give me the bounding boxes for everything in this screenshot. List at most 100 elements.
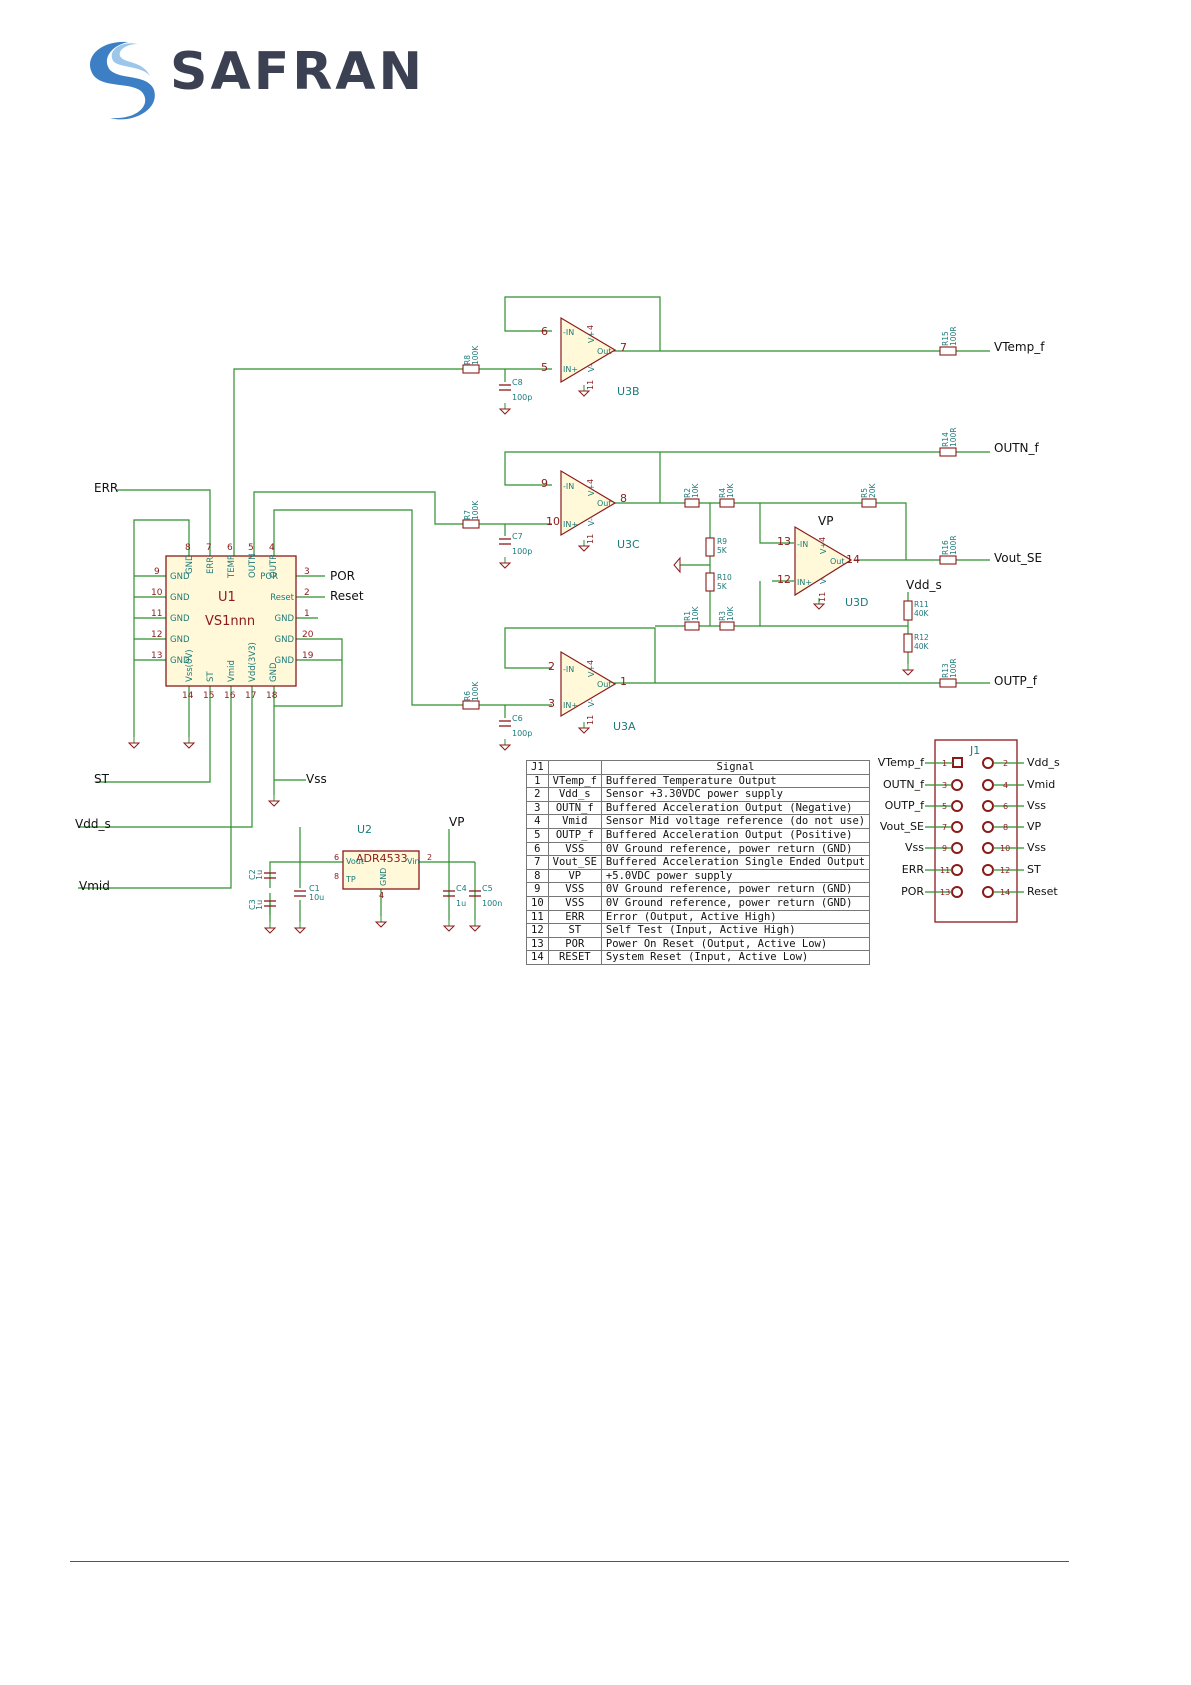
table-cell-num: 14 <box>526 950 549 965</box>
j1-pin-num: 1 <box>942 759 947 768</box>
opamp-pin-num: 6 <box>541 325 548 338</box>
table-cell-desc: Buffered Temperature Output <box>600 773 871 789</box>
resistor-ref: R14 <box>941 432 950 447</box>
capacitor-value: 10u <box>309 893 324 902</box>
net-label-vout-se: Vout_SE <box>994 551 1042 565</box>
j1-net-label: Vdd_s <box>1027 756 1060 769</box>
table-cell-name: VSS <box>547 841 602 857</box>
opamp-pin-num: 9 <box>541 477 548 490</box>
u2-value: ADR4533 <box>356 852 408 865</box>
j1-pin-num: 13 <box>940 888 950 897</box>
table-cell-desc: Buffered Acceleration Output (Negative) <box>600 800 871 816</box>
j1-pin-num: 2 <box>1003 759 1008 768</box>
opamp-pin-num: 11 <box>586 534 595 544</box>
resistor-value: 10K <box>726 482 735 498</box>
resistors <box>462 346 957 710</box>
resistor-ref: R11 <box>914 600 929 609</box>
net-label-st: ST <box>94 772 110 786</box>
table-cell-name: OUTN_f <box>547 800 602 816</box>
opamp-pin-label: Out <box>597 680 612 689</box>
resistor-value: 10K <box>691 605 700 621</box>
net-label-outn-f: OUTN_f <box>994 441 1040 455</box>
j1-pin-num: 11 <box>940 866 950 875</box>
table-cell-desc: System Reset (Input, Active Low) <box>600 950 871 965</box>
j1-net-label: Reset <box>1027 885 1058 898</box>
table-cell-desc: Self Test (Input, Active High) <box>600 923 871 938</box>
u1-pin-name: OUTN <box>248 554 258 578</box>
capacitor-value: 100p <box>512 393 532 402</box>
capacitors <box>264 384 511 907</box>
j1-net-label: OUTN_f <box>883 778 925 791</box>
net-label-vp-u3d: VP <box>818 514 833 528</box>
j1-net-label: Vout_SE <box>880 820 924 833</box>
u1-pin-name: Vss(0V) <box>185 649 195 682</box>
table-header <box>547 760 602 775</box>
u1-pin-num: 14 <box>182 691 194 701</box>
resistor-value: 100R <box>949 326 958 346</box>
opamp-pin-label: -IN <box>563 482 574 491</box>
u2-body <box>342 850 420 890</box>
resistor-value: 5K <box>717 582 728 591</box>
resistor-ref: R13 <box>941 663 950 678</box>
resistor-ref: R4 <box>718 488 727 498</box>
opamp-pin-label: IN+ <box>563 701 578 710</box>
j1-pin-num: 3 <box>942 781 947 790</box>
table-cell-name: ST <box>547 923 602 938</box>
resistor-value: 40K <box>914 642 930 651</box>
capacitor-ref: C8 <box>512 378 523 387</box>
opamp-pin-num: 4 <box>586 325 595 330</box>
table-cell-num: 12 <box>526 923 549 938</box>
j1-net-label: POR <box>901 885 924 898</box>
resistor-value: 100R <box>949 427 958 447</box>
u1-pin-name: GND <box>275 614 295 624</box>
table-header: J1 <box>526 760 549 775</box>
j1-net-label: OUTP_f <box>885 799 926 812</box>
net-label-por: POR <box>330 569 355 583</box>
table-cell-name: RESET <box>547 950 602 965</box>
table-cell-num: 13 <box>526 936 549 952</box>
table-cell-num: 5 <box>526 827 549 843</box>
j1-pin-num: 5 <box>942 802 947 811</box>
table-cell-num: 7 <box>526 855 549 870</box>
opamp-pin-label: V+ <box>587 331 596 343</box>
u1-ref: U1 <box>218 590 236 605</box>
opamp-pin-num: 11 <box>586 715 595 725</box>
u1-pin-name: GND <box>269 662 279 682</box>
table-cell-name: ERR <box>547 909 602 925</box>
opamp-pin-num: 1 <box>620 675 627 688</box>
u1-pin-name: GND <box>275 635 295 645</box>
j1-pin-num: 4 <box>1003 781 1008 790</box>
net-label-vdd-s: Vdd_s <box>75 817 111 831</box>
u1-body <box>165 555 297 687</box>
u1-pin-num: 17 <box>245 691 256 701</box>
resistor-ref: R16 <box>941 540 950 555</box>
resistor-value: 100K <box>471 681 480 701</box>
opamp-pin-num: 3 <box>548 697 555 710</box>
opamp-pin-label: V- <box>819 576 828 584</box>
opamp-pin-label: V+ <box>819 542 828 554</box>
opamp-pin-num: 2 <box>548 660 555 673</box>
j1-net-label: Vss <box>905 841 924 854</box>
j1-net-label: ST <box>1027 863 1041 876</box>
opamp-pin-label: V+ <box>587 665 596 677</box>
table-cell-desc: Buffered Acceleration Output (Positive) <box>600 827 871 843</box>
u1-pin-num: 8 <box>185 543 191 553</box>
opamp-pin-label: V+ <box>587 484 596 496</box>
u2-pin-num: 6 <box>334 853 339 862</box>
u1-pin-num: 19 <box>302 651 314 661</box>
resistor-ref: R3 <box>718 611 727 621</box>
table-cell-num: 4 <box>526 814 549 829</box>
table-cell-name: Vdd_s <box>547 787 602 802</box>
opamp-pin-label: Out <box>597 347 612 356</box>
u1-pin-name: GND <box>170 635 190 645</box>
u1-pin-name: Vmid <box>227 660 237 682</box>
resistor-ref: R15 <box>941 331 950 346</box>
capacitor-ref: C4 <box>456 884 467 893</box>
u1-pin-num: 3 <box>304 567 310 577</box>
u1-pin-num: 20 <box>302 630 314 640</box>
